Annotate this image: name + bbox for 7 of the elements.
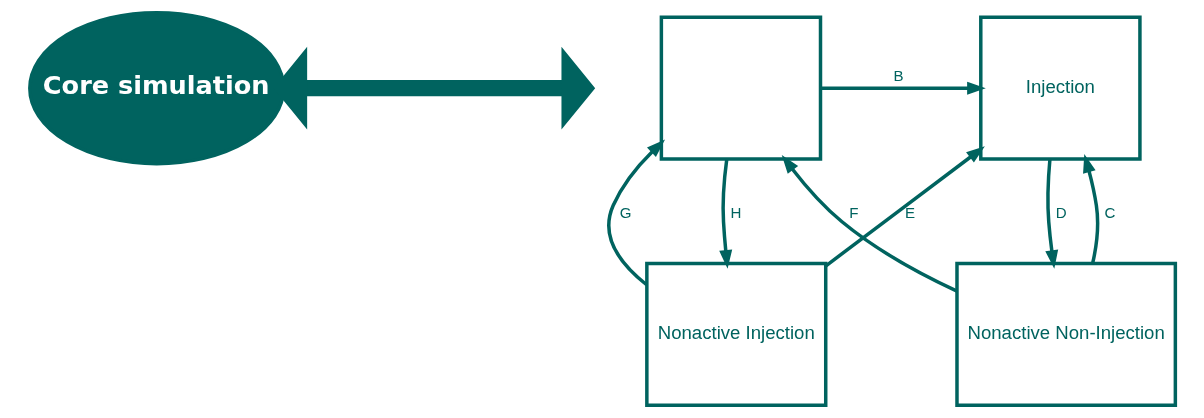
edge-label: F [848, 203, 858, 221]
edge-label: E [904, 203, 915, 221]
edge-label: D [1055, 203, 1067, 221]
edge-label: B [893, 66, 904, 84]
edge-label: C [1104, 203, 1115, 221]
edge-label: H [729, 203, 741, 221]
edge-label: G [619, 203, 631, 221]
